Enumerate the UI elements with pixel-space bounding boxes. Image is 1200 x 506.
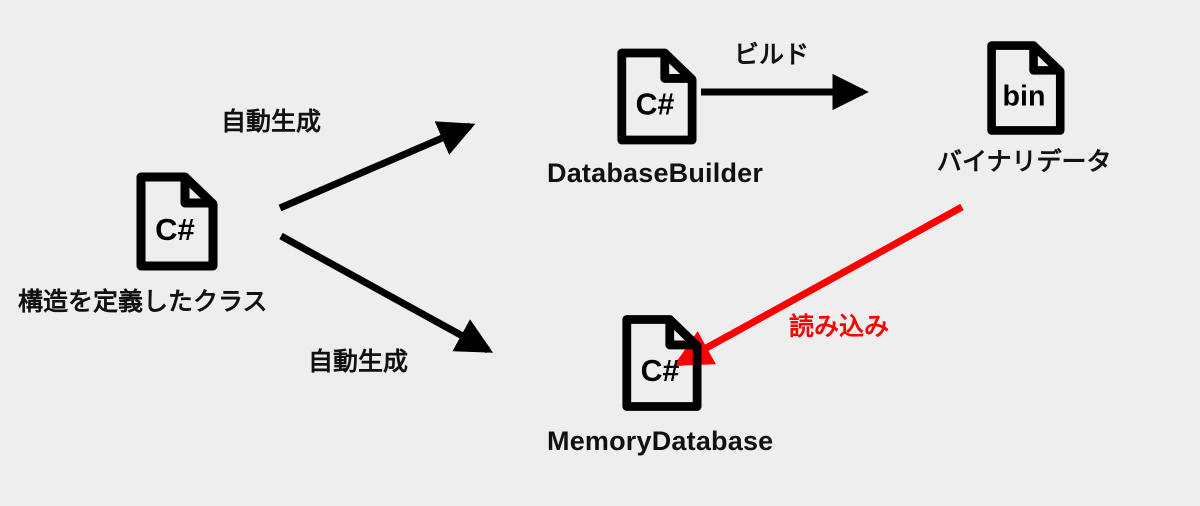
- bin-file-icon: bin: [987, 41, 1065, 135]
- edge-label-generate-memory: 自動生成: [308, 348, 409, 376]
- node-database-builder[interactable]: C# DatabaseBuilder: [547, 46, 763, 187]
- csharp-file-icon: C#: [136, 172, 218, 271]
- csharp-file-icon-text: C#: [155, 212, 195, 247]
- node-binary-data-caption: バイナリデータ: [937, 148, 1112, 176]
- edge-source-to-database-builder: [278, 121, 476, 212]
- node-source-class-caption: 構造を定義したクラス: [18, 288, 268, 316]
- node-database-builder-caption: DatabaseBuilder: [547, 158, 764, 188]
- csharp-file-icon-text: C#: [641, 355, 680, 388]
- csharp-file-icon-text: C#: [636, 89, 675, 122]
- edge-binary-data-to-memory-database: [673, 203, 964, 367]
- csharp-file-icon: C#: [617, 48, 697, 145]
- bin-file-icon-text: bin: [1003, 81, 1046, 113]
- edge-label-load: 読み込み: [789, 313, 890, 341]
- edge-source-to-memory-database: [279, 232, 494, 354]
- node-memory-database-caption: MemoryDatabase: [547, 426, 774, 456]
- edge-label-build: ビルド: [734, 41, 810, 69]
- node-memory-database[interactable]: C# MemoryDatabase: [547, 311, 773, 455]
- node-source-class[interactable]: C#: [132, 172, 218, 271]
- edge-label-generate-builder: 自動生成: [221, 108, 322, 136]
- csharp-file-icon: C#: [622, 315, 702, 411]
- node-binary-data[interactable]: bin バイナリデータ: [937, 37, 1112, 175]
